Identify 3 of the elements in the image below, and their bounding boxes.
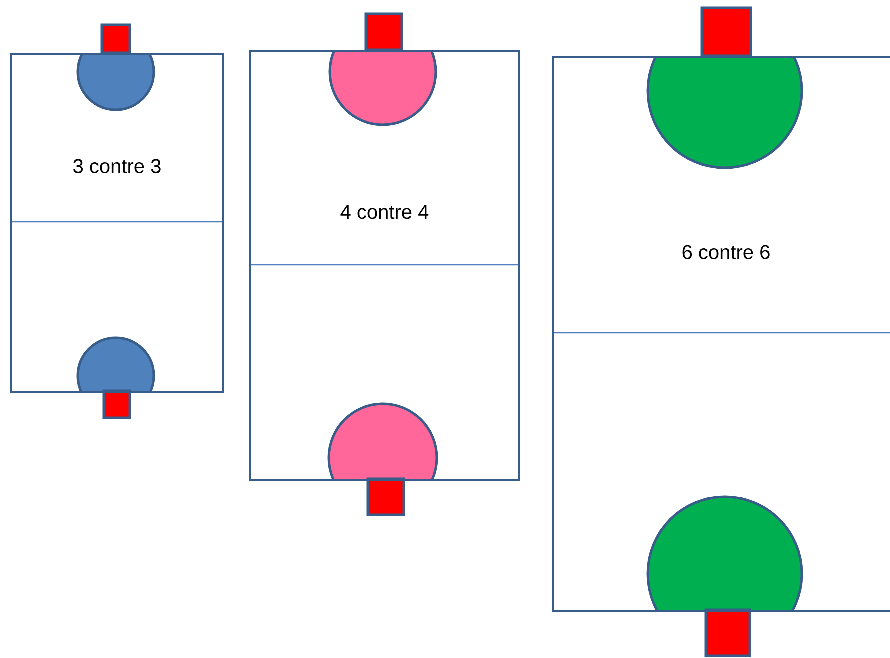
playing-field: 6 contre 6	[552, 56, 890, 612]
playing-field: 3 contre 3	[10, 53, 224, 394]
playing-field: 4 contre 4	[249, 50, 520, 482]
